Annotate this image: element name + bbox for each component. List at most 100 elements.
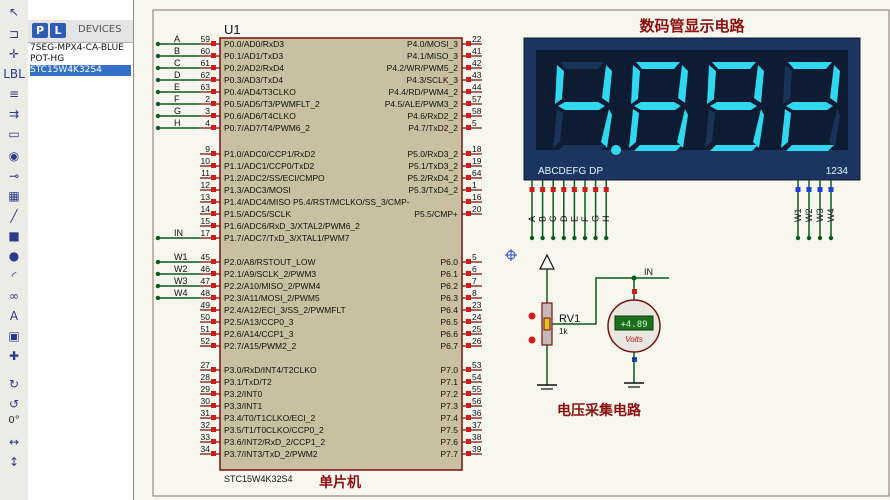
text-script-icon[interactable]: ≡ [8, 87, 20, 101]
pin-state-marker [466, 439, 471, 444]
mcu-pin-name: P6.0 [441, 257, 459, 267]
segment-c [677, 109, 688, 148]
device-item[interactable]: STC15W4K32S4 [30, 65, 131, 76]
mcu-pin-name: P4.3/SCLK_3 [406, 75, 458, 85]
mirror-horizontal-icon[interactable]: ↔ [8, 435, 20, 449]
pin-icon[interactable]: ⊸ [8, 169, 20, 183]
pin-state-marker [561, 187, 567, 192]
component-mode-icon[interactable]: ⊐ [8, 27, 20, 41]
angle-readout[interactable]: 0° [8, 414, 20, 426]
line-icon[interactable]: ╱ [10, 209, 18, 223]
mcu-pin-number: 32 [201, 420, 211, 430]
mcu-pin-name: P7.0 [441, 365, 459, 375]
mcu-pin-number: 2 [205, 94, 210, 104]
pin-state-marker [632, 289, 637, 294]
mcu-pin-name: P4.0/MOSI_3 [407, 39, 458, 49]
net-label: G [591, 215, 601, 222]
segment-e [705, 109, 715, 148]
wire-label-icon[interactable]: LBL [3, 67, 25, 81]
junction-dot-icon[interactable]: ✛ [8, 47, 20, 61]
pin-state-marker [211, 319, 216, 324]
arc-icon[interactable]: ◜ [11, 269, 17, 283]
mcu-pin-number: 7 [472, 276, 477, 286]
net-end [155, 65, 161, 71]
mcu-pin-name: P6.2 [441, 281, 459, 291]
device-panel-title: DEVICES [78, 24, 122, 35]
pin-state-marker [806, 187, 812, 192]
mcu-pin-name: P0.1/AD1/TxD3 [224, 51, 283, 61]
mcu-part: STC15W4K32S4 [224, 474, 293, 484]
pot-up-button [528, 312, 536, 320]
terminal-icon[interactable]: ◉ [8, 149, 20, 163]
device-panel-header: P L DEVICES [28, 20, 133, 43]
pin-state-marker [211, 391, 216, 396]
device-item[interactable]: 7SEG-MPX4-CA-BLUE [30, 43, 124, 53]
pick-devices-button[interactable]: P [32, 23, 48, 38]
mcu-pin-number: 38 [472, 432, 482, 442]
box-icon[interactable]: ■ [8, 229, 20, 243]
mcu-pin-number: 23 [472, 300, 482, 310]
pin-state-marker [211, 271, 216, 276]
net-end [155, 235, 161, 241]
mcu-pin-number: 28 [201, 372, 211, 382]
pin-state-marker [211, 199, 216, 204]
mcu-pin-name: P6.4 [441, 305, 459, 315]
path-icon[interactable]: ∞ [9, 289, 19, 303]
pin-state-marker [466, 331, 471, 336]
mcu-pin-number: 6 [472, 264, 477, 274]
pin-state-marker [211, 77, 216, 82]
mcu-pin-number: 57 [472, 94, 482, 104]
net-label: IN [174, 228, 183, 238]
text-icon[interactable]: A [9, 309, 19, 323]
pin-state-marker [211, 53, 216, 58]
mcu-pin-number: 43 [472, 70, 482, 80]
mcu-pin-number: 4 [205, 118, 210, 128]
pin-state-marker [466, 175, 471, 180]
symbol-icon[interactable]: ▣ [8, 329, 20, 343]
pin-state-marker [466, 283, 471, 288]
mcu-pin-name: P1.1/ADC1/CCP0/TxD2 [224, 161, 314, 171]
pot-down-button [528, 336, 536, 344]
pin-state-marker [466, 427, 471, 432]
circle-icon[interactable]: ● [8, 249, 20, 263]
pin-state-marker [540, 187, 546, 192]
mcu-pin-name: P5.1/TxD3_2 [408, 161, 458, 171]
selection-mode-icon[interactable]: ↖ [8, 5, 20, 19]
library-button[interactable]: L [50, 23, 66, 38]
net-label: D [174, 70, 181, 80]
rotate-cw-icon[interactable]: ↻ [8, 377, 20, 391]
mcu-pin-number: 30 [201, 396, 211, 406]
marker-icon[interactable]: ✚ [8, 349, 20, 363]
mcu-pin-number: 41 [472, 46, 482, 56]
bus-icon[interactable]: ⇉ [8, 107, 20, 121]
mcu-pin-name: P0.0/AD0/RxD3 [224, 39, 284, 49]
segment-d [558, 145, 606, 151]
device-item[interactable]: POT-HG [30, 54, 65, 64]
rotate-ccw-icon[interactable]: ↺ [8, 397, 20, 411]
net-end [604, 235, 609, 241]
pin-state-marker [211, 65, 216, 70]
mirror-vertical-icon[interactable]: ↕ [8, 455, 20, 469]
segment-e [553, 109, 563, 148]
pin-state-marker [466, 319, 471, 324]
mcu-pin-name: P7.5 [441, 425, 459, 435]
segment-d [634, 145, 682, 151]
net-end [155, 53, 161, 59]
pin-state-marker [211, 151, 216, 156]
pin-state-marker [466, 151, 471, 156]
pin-state-marker [211, 439, 216, 444]
mcu-pin-number: 45 [201, 252, 211, 262]
net-label: W2 [804, 209, 814, 223]
graph-icon[interactable]: ▦ [8, 189, 20, 203]
subcircuit-icon[interactable]: ▭ [8, 127, 20, 141]
pin-state-marker [466, 307, 471, 312]
segment-f [631, 65, 640, 104]
pin-state-marker [211, 101, 216, 106]
mcu-pin-name: P1.3/ADC3/MOSI [224, 185, 291, 195]
mcu-pin-number: 27 [201, 360, 211, 370]
segment-pin-legend: ABCDEFG DP [538, 166, 603, 177]
pin-state-marker [211, 125, 216, 130]
pin-state-marker [211, 235, 216, 240]
